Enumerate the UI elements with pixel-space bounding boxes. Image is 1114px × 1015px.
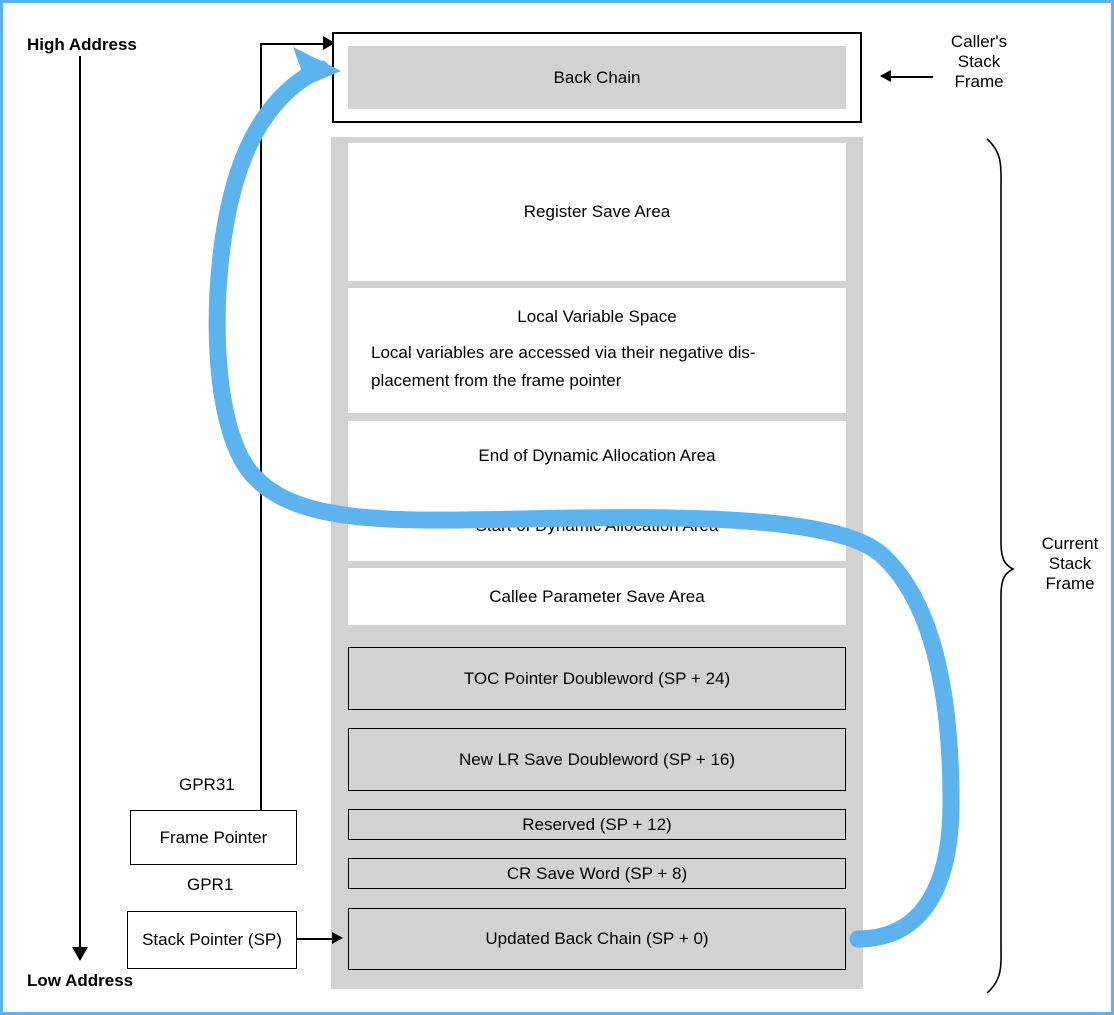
cell-label: New LR Save Doubleword (SP + 16) bbox=[458, 749, 736, 769]
cell-label: Register Save Area bbox=[523, 202, 671, 221]
address-axis-line bbox=[79, 56, 81, 951]
cell-label: Local Variable Space bbox=[517, 306, 677, 326]
gpr31-label: GPR31 bbox=[179, 775, 235, 794]
cell-callee-parameter-save-area: Callee Parameter Save Area bbox=[348, 568, 846, 625]
stack-pointer-box: Stack Pointer (SP) bbox=[127, 911, 297, 969]
cell-start-of-dynamic-allocation-area: Start of Dynamic Allocation Area bbox=[348, 491, 846, 561]
gpr1-label: GPR1 bbox=[187, 875, 234, 894]
cell-new-lr-save-doubleword: New LR Save Doubleword (SP + 16) bbox=[348, 728, 846, 791]
cell-label: End of Dynamic Allocation Area bbox=[478, 446, 716, 465]
frame-pointer-connector-horizontal bbox=[260, 43, 330, 45]
cell-reserved: Reserved (SP + 12) bbox=[348, 809, 846, 840]
cell-note-line-1: Local variables are accessed via their n… bbox=[371, 342, 756, 362]
cell-label: Updated Back Chain (SP + 0) bbox=[485, 929, 709, 948]
cell-label: CR Save Word (SP + 8) bbox=[506, 863, 688, 883]
cell-note: Local variables are accessed via their n… bbox=[371, 339, 823, 394]
cell-label: Start of Dynamic Allocation Area bbox=[475, 516, 719, 535]
cell-end-of-dynamic-allocation-area: End of Dynamic Allocation Area bbox=[348, 421, 846, 491]
high-address-label: High Address bbox=[27, 35, 137, 54]
cell-toc-pointer-doubleword: TOC Pointer Doubleword (SP + 24) bbox=[348, 647, 846, 710]
cell-label: Reserved (SP + 12) bbox=[522, 814, 672, 834]
frame-pointer-connector-vertical bbox=[260, 43, 262, 813]
cell-local-variable-space: Local Variable Space Local variables are… bbox=[348, 288, 846, 413]
cell-cr-save-word: CR Save Word (SP + 8) bbox=[348, 858, 846, 889]
cell-register-save-area: Register Save Area bbox=[348, 143, 846, 281]
caller-frame-arrowhead-icon bbox=[880, 70, 891, 82]
address-axis-arrowhead-icon bbox=[72, 947, 88, 961]
cell-note-line-2: placement from the frame pointer bbox=[371, 370, 622, 390]
frame-pointer-box: Frame Pointer bbox=[130, 810, 297, 865]
cell-label: TOC Pointer Doubleword (SP + 24) bbox=[463, 668, 731, 688]
stack-pointer-arrowhead-icon bbox=[332, 932, 343, 944]
low-address-label: Low Address bbox=[27, 971, 134, 990]
cell-label: Callee Parameter Save Area bbox=[489, 586, 705, 606]
cell-back-chain: Back Chain bbox=[348, 46, 846, 109]
stack-pointer-connector-line bbox=[297, 938, 337, 940]
current-stack-frame-label: Current Stack Frame bbox=[1041, 534, 1099, 594]
cell-updated-back-chain: Updated Back Chain (SP + 0) bbox=[348, 908, 846, 970]
callers-stack-frame-label: Caller's Stack Frame bbox=[950, 32, 1008, 92]
